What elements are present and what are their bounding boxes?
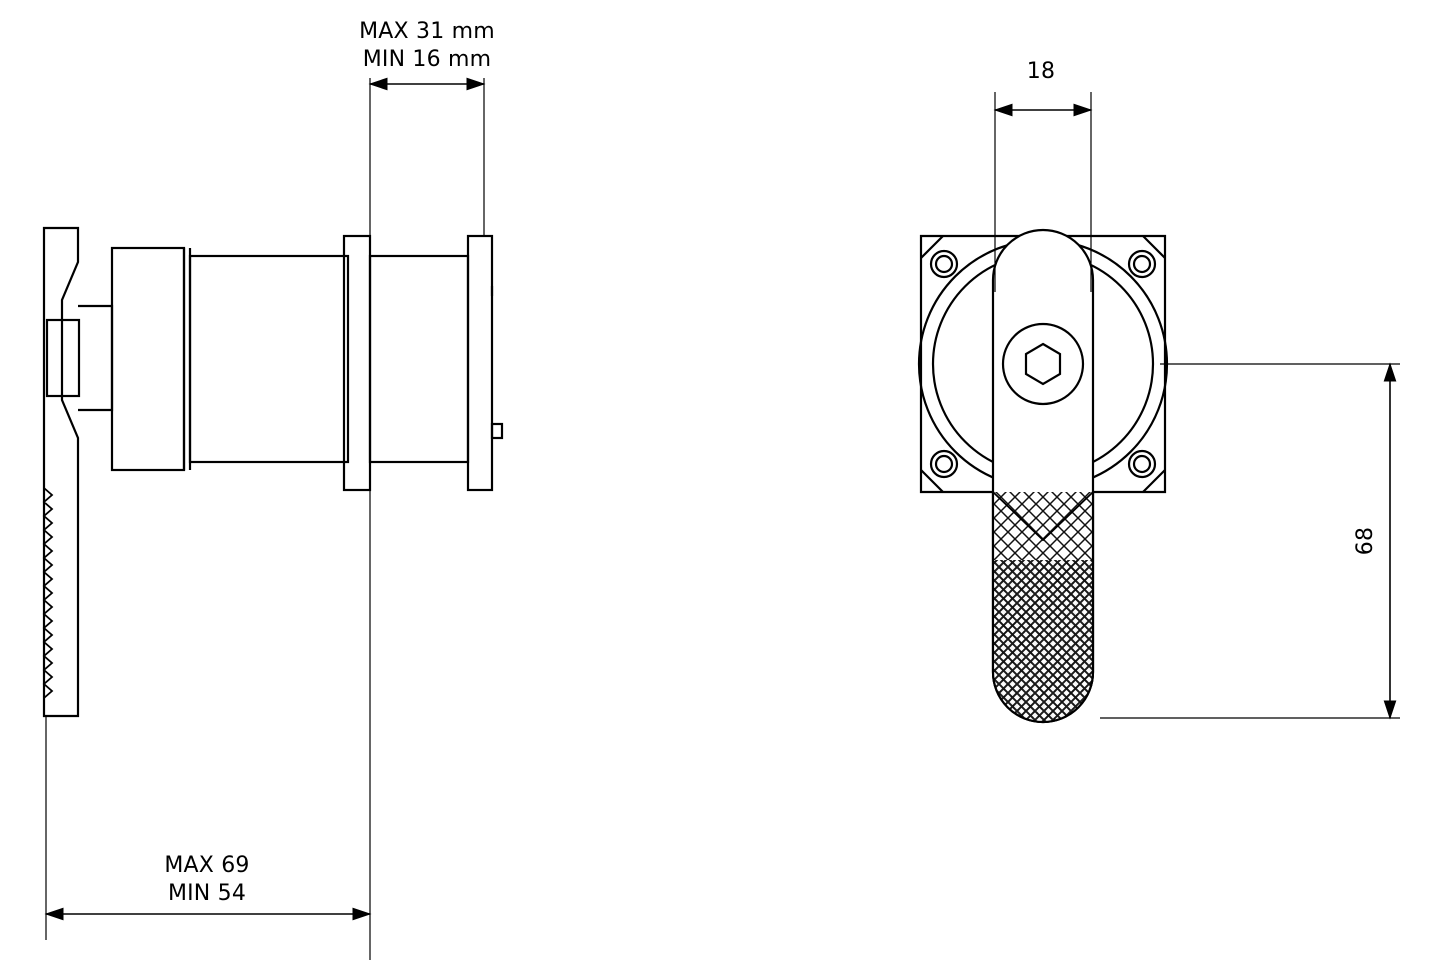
fixing-hole-tl	[929, 249, 959, 279]
dim-label-handle-width: 18	[1026, 59, 1056, 84]
front-pin	[490, 422, 504, 440]
fixing-hole-br-inner	[1132, 454, 1152, 474]
fixing-hole-br	[1127, 449, 1157, 479]
plate-chamfer-br	[1142, 469, 1166, 493]
lock-body-rear	[110, 246, 186, 472]
dim-label-overall-length-line1: MAX 69	[164, 853, 250, 878]
square-mount-plate	[919, 234, 1167, 494]
plate-chamfer-tr	[1142, 235, 1166, 259]
front-view-extension-lines	[994, 92, 1400, 719]
fixing-hole-tl-inner	[934, 254, 954, 274]
lever-handle-outline	[42, 226, 80, 718]
plate-chamfer-bl	[920, 469, 944, 493]
fixing-hole-bl-inner	[934, 454, 954, 474]
front-shaft	[368, 254, 470, 464]
handle-neck	[78, 304, 114, 412]
fixing-hole-tr-inner	[1132, 254, 1152, 274]
fixing-hole-bl	[929, 449, 959, 479]
handle-serration	[42, 487, 54, 699]
fixing-hole-tr	[1127, 249, 1157, 279]
handle-boss-pad	[45, 318, 81, 398]
side-view-extension-lines	[45, 78, 485, 960]
dim-label-overall-length-line2: MIN 54	[167, 881, 247, 906]
dim-label-handle-height: 68	[1353, 526, 1378, 556]
plate-chamfer-tl	[920, 235, 944, 259]
front-plate	[466, 234, 494, 492]
side-view-geometry	[42, 226, 504, 718]
dim-label-grip-range-line2: MIN 16 mm	[362, 47, 492, 72]
hub-circle	[1001, 322, 1085, 406]
dim-label-grip-range-line1: MAX 31 mm	[359, 19, 495, 44]
hex-socket	[1024, 342, 1062, 386]
threaded-barrel	[188, 254, 350, 464]
handle-knurl-fill	[991, 491, 1095, 724]
